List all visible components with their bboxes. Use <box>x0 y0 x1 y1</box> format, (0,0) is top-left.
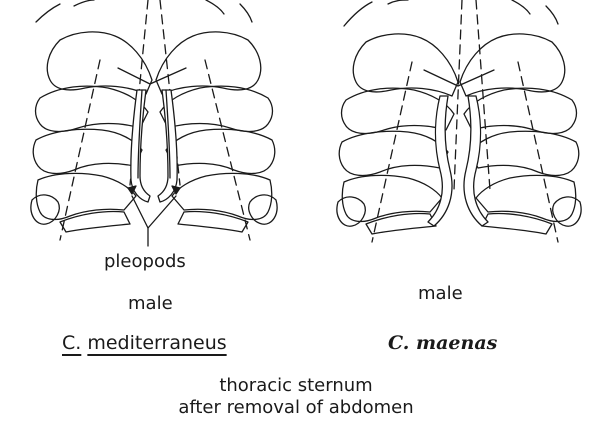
species-name-left: C. mediterraneus <box>62 332 227 354</box>
male-label-left: male <box>128 294 173 314</box>
caption-line-1: thoracic sternum <box>0 376 592 396</box>
male-label-right: male <box>418 284 463 304</box>
pleopods-label: pleopods <box>104 252 186 272</box>
right-sternum <box>337 0 581 242</box>
species-epithet-left: mediterraneus <box>87 332 226 354</box>
caption-line-2: after removal of abdomen <box>0 398 592 418</box>
species-name-right: C. maenas <box>388 332 497 354</box>
left-sternum <box>31 0 277 246</box>
species-genus-left: C. <box>62 332 81 354</box>
